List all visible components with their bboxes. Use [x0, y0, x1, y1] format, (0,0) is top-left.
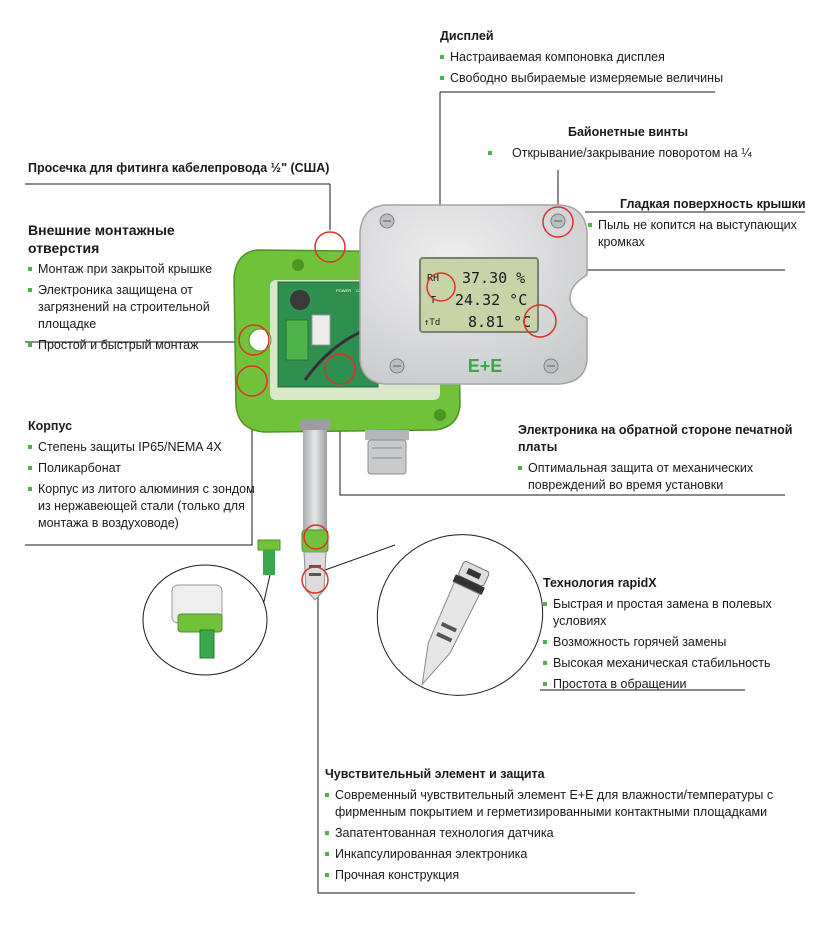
mounting-item-2: Электроника защищена от загрязнений на с…: [28, 282, 248, 333]
display-item-2: Свободно выбираемые измеряемые величины: [440, 70, 740, 87]
mounting-item-1: Монтаж при закрытой крышке: [28, 261, 248, 278]
lcd-t-label: T: [430, 295, 436, 306]
sensor-item-3: Инкапсулированная электроника: [325, 846, 795, 863]
lcd-td-value: 8.81 °C: [468, 313, 531, 331]
electronics-item-1: Оптимальная защита от механических повре…: [518, 460, 798, 494]
rapidx-item-2: Возможность горячей замены: [543, 634, 783, 651]
lcd-t-value: 24.32 °C: [455, 291, 527, 309]
sensor-title: Чувствительный элемент и защита: [325, 767, 545, 781]
rapidx-block: Технология rapidX Быстрая и простая заме…: [543, 575, 783, 697]
rapidx-zoom: [376, 534, 544, 696]
housing-item-2: Поликарбонат: [28, 460, 258, 477]
probe: [300, 420, 330, 601]
housing-item-1: Степень защиты IP65/NEMA 4X: [28, 439, 258, 456]
lcd-rh-label: RH: [427, 273, 439, 284]
cable-gland: [365, 430, 409, 475]
sensor-zoom: [142, 539, 281, 676]
bayonet-block: Байонетные винты Открывание/закрывание п…: [488, 124, 768, 166]
electronics-title: Электроника на обратной стороне печатной…: [518, 423, 793, 454]
rapidx-item-1: Быстрая и простая замена в полевых услов…: [543, 596, 783, 630]
smooth-cover-title: Гладкая поверхность крышки: [620, 197, 806, 211]
housing-item-3: Корпус из литого алюминия с зондом из не…: [28, 481, 258, 532]
electronics-block: Электроника на обратной стороне печатной…: [518, 422, 798, 498]
knockout-title: Просечка для фитинга кабелепровода ½" (С…: [28, 161, 330, 175]
housing-title: Корпус: [28, 419, 73, 433]
power-label: POWER: [336, 288, 351, 293]
ee-logo: E+E: [468, 356, 503, 376]
smooth-cover-item-1: Пыль не копится на выступающих кромках: [588, 217, 808, 251]
rapidx-item-3: Высокая механическая стабильность: [543, 655, 783, 672]
highlight-markers: [236, 206, 574, 594]
sensor-item-1: Современный чувствительный элемент E+E д…: [325, 787, 795, 821]
display-item-1: Настраиваемая компоновка дисплея: [440, 49, 740, 66]
bayonet-item-1: Открывание/закрывание поворотом на ¼: [488, 145, 768, 162]
lcd-display: RH 37.30 % T 24.32 °C ↑Td 8.81 °C: [419, 257, 539, 333]
lcd-td-label: ↑Td: [424, 318, 440, 328]
sensor-item-2: Запатентованная технология датчика: [325, 825, 795, 842]
mounting-block: Внешние монтажные отверстия Монтаж при з…: [28, 221, 248, 358]
sensor-block: Чувствительный элемент и защита Современ…: [325, 766, 795, 888]
rapidx-item-4: Простота в обращении: [543, 676, 783, 693]
bayonet-title: Байонетные винты: [567, 125, 689, 139]
housing-block: Корпус Степень защиты IP65/NEMA 4X Полик…: [28, 418, 258, 536]
display-block: Дисплей Настраиваемая компоновка дисплея…: [440, 28, 740, 91]
sensor-item-4: Прочная конструкция: [325, 867, 795, 884]
smooth-cover-block: Гладкая поверхность крышки Пыль не копит…: [588, 196, 808, 255]
knockout-block: Просечка для фитинга кабелепровода ½" (С…: [28, 160, 348, 181]
rapidx-title: Технология rapidX: [543, 576, 657, 590]
display-title: Дисплей: [440, 29, 494, 43]
mounting-item-3: Простой и быстрый монтаж: [28, 337, 248, 354]
mounting-title: Внешние монтажные отверстия: [28, 222, 175, 256]
lcd-rh-value: 37.30 %: [462, 269, 525, 287]
